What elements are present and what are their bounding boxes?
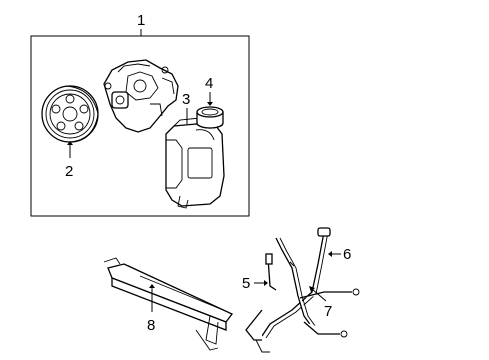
callout-3[interactable]: 3: [182, 91, 190, 124]
callout-5[interactable]: 5: [242, 275, 268, 292]
callout-1-label: 1: [137, 12, 145, 29]
callout-1[interactable]: 1: [137, 12, 145, 36]
assembly-frame: [30, 35, 250, 217]
callout-8[interactable]: 8: [147, 284, 155, 334]
callout-2-label: 2: [65, 163, 73, 180]
cooler-icon: [103, 257, 234, 351]
pulley-icon: [41, 85, 99, 143]
callout-5-label: 5: [242, 275, 250, 292]
callout-7-label: 7: [324, 303, 332, 320]
callout-3-label: 3: [182, 91, 190, 108]
callout-6-label: 6: [343, 246, 351, 263]
reservoir-cap-icon: [196, 106, 224, 129]
reservoir-icon: [165, 117, 225, 209]
callout-4-label: 4: [205, 75, 213, 92]
callout-2[interactable]: 2: [65, 141, 73, 180]
hose-assembly-icon: [245, 227, 360, 353]
callout-8-label: 8: [147, 317, 155, 334]
callout-6[interactable]: 6: [328, 246, 351, 263]
pump-body-icon: [103, 59, 179, 133]
callout-7[interactable]: 7: [309, 286, 332, 320]
callout-4[interactable]: 4: [205, 75, 213, 106]
